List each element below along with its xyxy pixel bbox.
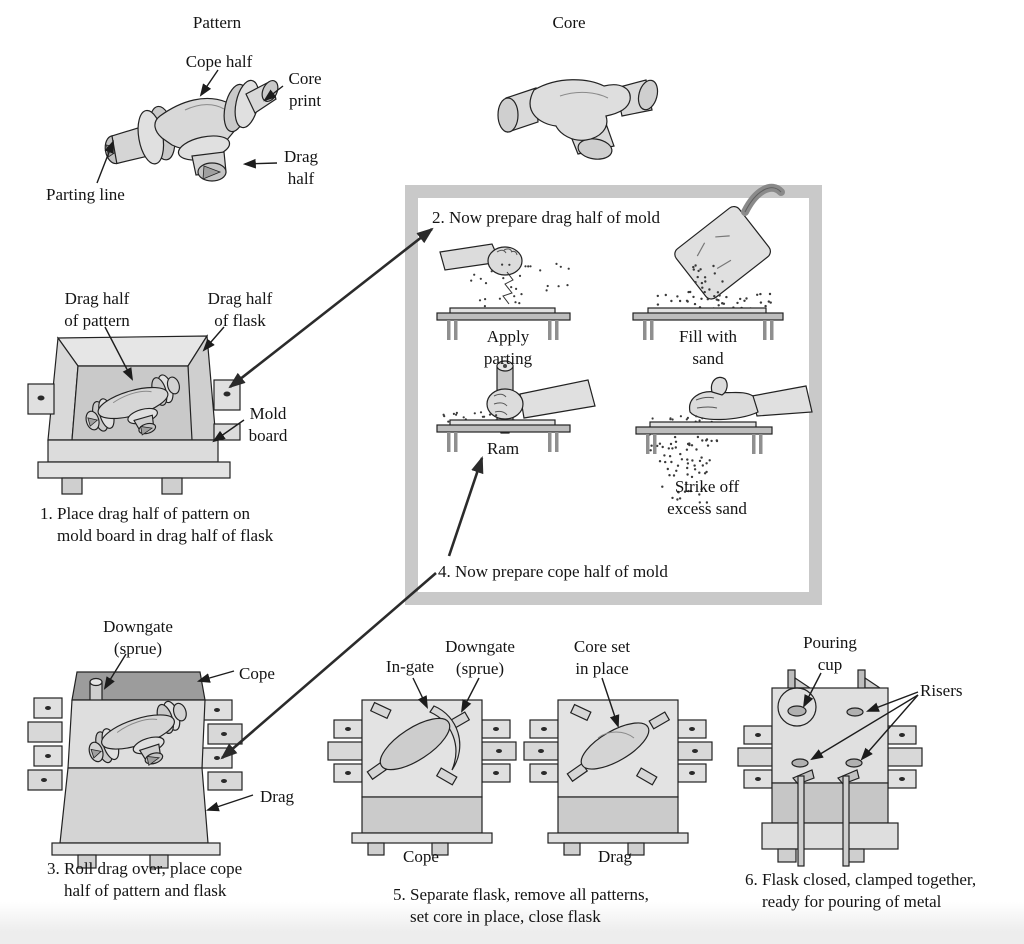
label-apply-parting: Apply parting	[483, 327, 533, 369]
core-title: Core	[552, 13, 586, 32]
ram-illustration	[436, 360, 596, 452]
arrow-step4-step3	[220, 572, 437, 760]
step5-cope-illustration	[327, 699, 517, 856]
step3-caption: 3. Roll drag over, place cope half of pa…	[47, 859, 243, 901]
core-illustration	[497, 79, 659, 160]
label-core-set-in-place: Core set in place	[573, 637, 631, 679]
arrow-step4-ram	[447, 455, 484, 557]
step5-caption: 5. Separate flask, remove all patterns, …	[393, 885, 649, 927]
label-strike-off: Strike off excess sand	[667, 477, 747, 519]
label-downgate-sprue-step5: Downgate (sprue)	[445, 637, 515, 679]
label-drag-half-of-flask: Drag half of flask	[207, 289, 273, 331]
label-mold-board: Mold board	[248, 404, 288, 446]
label-pouring-cup: Pouring cup	[803, 633, 857, 675]
label-drag-half: Drag half	[284, 147, 318, 189]
apply-parting-illustration	[436, 243, 571, 340]
label-drag-step3: Drag	[260, 787, 294, 806]
bottom-gray-strip	[0, 902, 1024, 944]
step1-flask-illustration	[27, 334, 241, 495]
label-risers: Risers	[920, 681, 963, 700]
label-fill-with-sand: Fill with sand	[678, 327, 738, 369]
fill-with-sand-illustration	[632, 183, 785, 340]
label-parting-line: Parting line	[46, 185, 125, 204]
step6-flask-illustration	[737, 669, 923, 867]
step5-drag-illustration	[523, 699, 713, 856]
arrow-step1-step2	[228, 227, 434, 389]
pattern-title: Pattern	[192, 13, 242, 32]
label-ram: Ram	[486, 439, 520, 458]
flow-arrows	[220, 227, 484, 760]
label-in-gate: In-gate	[385, 657, 435, 676]
label-cope-half: Cope half	[185, 52, 253, 71]
label-cope-step5: Cope	[403, 847, 439, 866]
label-drag-half-of-pattern: Drag half of pattern	[64, 289, 130, 331]
label-cope-step3: Cope	[239, 664, 275, 683]
step2-caption: 2. Now prepare drag half of mold	[432, 208, 661, 227]
step1-caption: 1. Place drag half of pattern on mold bo…	[40, 504, 274, 546]
step6-caption: 6. Flask closed, clamped together, ready…	[745, 870, 977, 912]
pattern-illustration	[104, 79, 279, 182]
strike-off-illustration	[635, 376, 813, 504]
step3-flask-illustration	[27, 671, 243, 869]
label-core-print: Core print	[288, 69, 322, 111]
label-downgate-sprue-step3: Downgate (sprue)	[103, 617, 173, 659]
step4-caption: 4. Now prepare cope half of mold	[438, 562, 668, 581]
label-drag-step5: Drag	[598, 847, 632, 866]
label-leader-arrows	[96, 69, 919, 812]
